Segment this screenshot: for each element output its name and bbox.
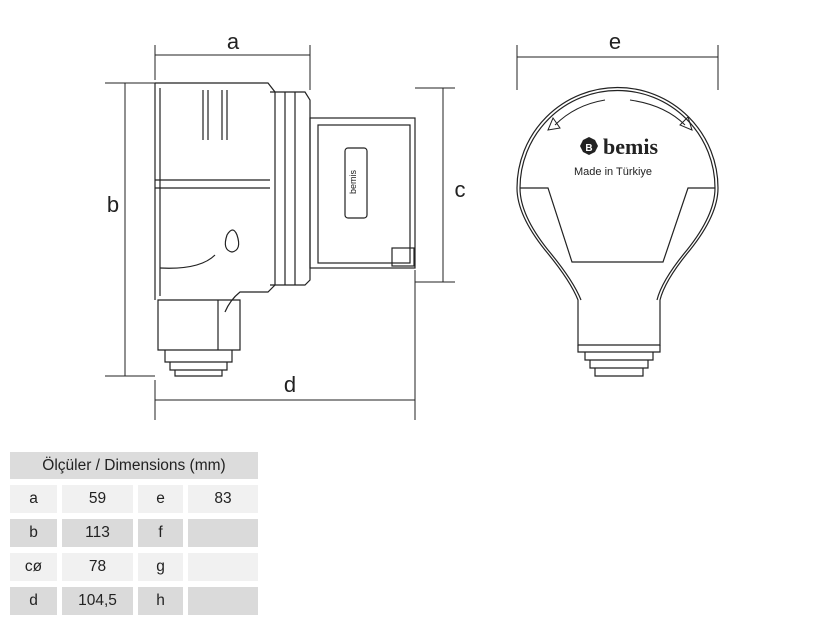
table-cell-key: g [138,553,183,581]
dim-label-c: c [454,177,466,202]
dim-label-d: d [283,372,297,397]
bemis-logo-icon [580,137,598,155]
table-cell-value [188,519,258,547]
side-logo: bemis [348,170,358,195]
table-cell-value [188,587,258,615]
front-view: B [516,86,719,377]
made-in-label: Made in Türkiye [574,166,653,178]
table-cell-key: b [10,519,57,547]
table-cell-key: a [10,485,57,513]
table-cell-key: d [10,587,57,615]
dim-label-a: a [226,29,240,54]
table-cell-value [188,553,258,581]
table-cell-key: f [138,519,183,547]
brand-name: bemis [603,134,658,159]
dimension-lines [105,45,719,420]
table-cell-value: 78 [62,553,133,581]
side-view: bemis [154,82,416,377]
table-title: Ölçüler / Dimensions (mm) [10,452,258,479]
dim-label-e: e [608,29,622,54]
table-cell-key: cø [10,553,57,581]
table-cell-key: e [138,485,183,513]
table-cell-value: 59 [62,485,133,513]
table-cell-value: 83 [188,485,258,513]
dim-label-b: b [106,192,120,217]
svg-text:B: B [585,143,592,154]
table-cell-value: 104,5 [62,587,133,615]
table-cell-value: 113 [62,519,133,547]
table-cell-key: h [138,587,183,615]
